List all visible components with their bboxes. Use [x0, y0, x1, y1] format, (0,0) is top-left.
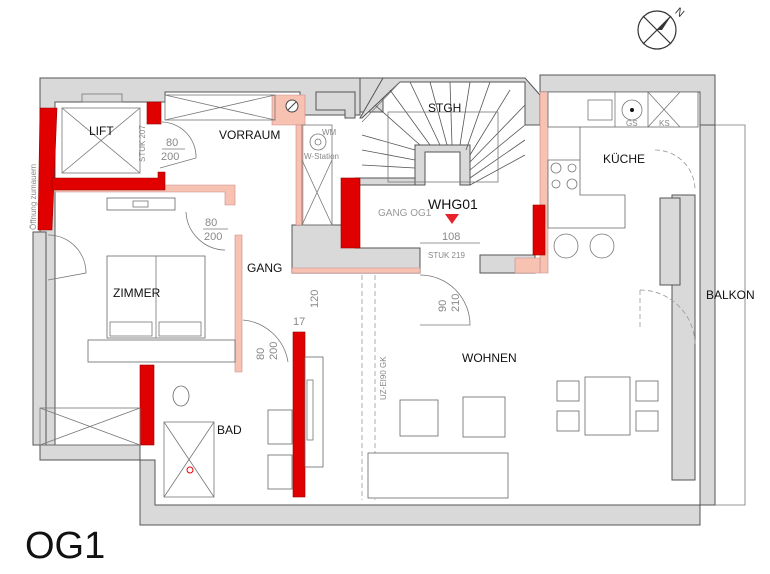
door-zimmer-width: 80 [205, 217, 217, 229]
new-walls [37, 101, 546, 498]
room-label-stgh: STGH [428, 101, 461, 115]
door-bad-width: 80 [255, 348, 267, 360]
door-swing-entry [419, 274, 471, 326]
wm-label: WM [322, 128, 337, 137]
dim-108: 108 [442, 231, 460, 243]
lift-shaft [61, 93, 141, 174]
vorraum-closet [164, 94, 276, 121]
north-label: N [672, 6, 686, 20]
floor-label: OG1 [25, 525, 105, 567]
door-zimmer-height: 200 [204, 231, 222, 243]
wall-note: UZ-EI90 GK [379, 356, 388, 400]
living-furniture [367, 376, 659, 499]
door-vorraum-width: 80 [166, 137, 178, 149]
w-station-label: W-Station [304, 152, 339, 161]
stuk-219-label: STUK 219 [428, 251, 465, 260]
utility-shaft: WM W-Station [301, 124, 339, 226]
unit-label: WHG01 [428, 196, 478, 212]
dim-120: 120 [309, 290, 321, 308]
room-label-gang: GANG [247, 261, 282, 275]
balcony-outline [715, 124, 746, 506]
door-entry-width: 90 [437, 300, 449, 312]
existing-walls [32, 74, 716, 526]
room-label-kueche: KÜCHE [603, 152, 645, 166]
door-swing-vorraum [159, 121, 197, 169]
kitchen-window-door-swing [654, 149, 696, 191]
wardrobe [106, 197, 176, 211]
door-swing-bad [242, 319, 289, 363]
ks-label: KS [659, 119, 670, 128]
room-label-balkon: BALKON [706, 288, 755, 302]
stuk-207-label: STUK 207 [138, 125, 147, 162]
room-label-gang-og1: GANG OG1 [378, 208, 432, 219]
double-bed [87, 255, 236, 363]
door-swing-window [47, 234, 87, 281]
bathroom-fixtures [39, 356, 324, 498]
room-label-bad: BAD [217, 423, 242, 437]
room-label-vorraum: VORRAUM [219, 128, 280, 142]
room-label-wohnen: WOHNEN [462, 351, 517, 365]
dim-17: 17 [293, 316, 305, 328]
balcony-door-swing [639, 289, 696, 346]
door-entry-height: 210 [450, 294, 462, 312]
unit-marker-icon [445, 214, 459, 224]
kitchen-counter: GS KS [547, 91, 699, 259]
staircase [361, 81, 526, 186]
gas-meter-icon [285, 99, 299, 113]
door-swing-zimmer [185, 211, 226, 251]
door-bad-height: 200 [268, 342, 280, 360]
room-label-zimmer: ZIMMER [113, 286, 161, 300]
room-label-lift: LIFT [89, 124, 114, 138]
opening-note: Öffnung zumauern [29, 164, 38, 230]
gs-label: GS [626, 119, 638, 128]
door-vorraum-height: 200 [161, 151, 179, 163]
north-compass-icon: N [637, 6, 686, 50]
